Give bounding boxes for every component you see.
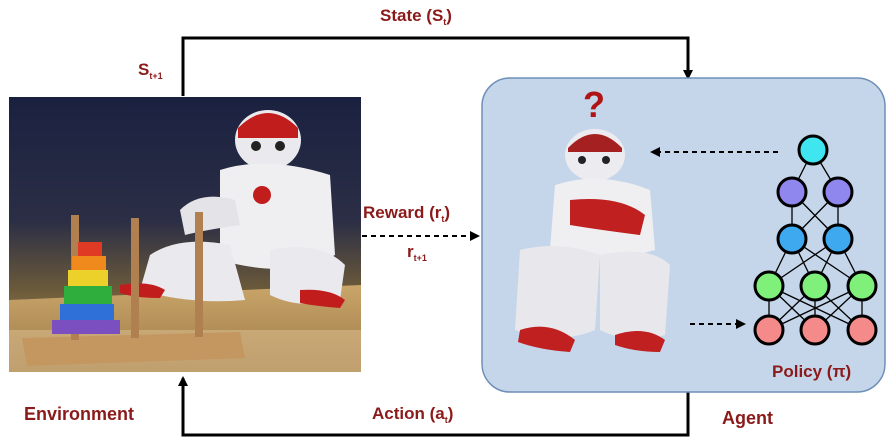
nn-node-h3b bbox=[799, 270, 831, 302]
nn-node-output bbox=[797, 134, 829, 166]
question-mark: ? bbox=[583, 84, 605, 125]
environment-photo bbox=[9, 97, 361, 372]
nn-node-in-b bbox=[799, 314, 831, 346]
action-loop bbox=[178, 376, 690, 437]
nn-node-h1b bbox=[822, 176, 854, 208]
nn-node-h3c bbox=[846, 270, 878, 302]
agent-label: Agent bbox=[722, 408, 773, 428]
next-state-label: St+1 bbox=[138, 60, 163, 81]
nn-node-h3a bbox=[753, 270, 785, 302]
policy-network bbox=[753, 134, 878, 346]
reward-label: Reward (rt) bbox=[363, 203, 451, 224]
nn-node-h2b bbox=[822, 223, 854, 255]
policy-label: Policy (π) bbox=[772, 362, 852, 381]
next-reward-label: rt+1 bbox=[407, 242, 427, 263]
environment-label: Environment bbox=[24, 404, 135, 424]
nn-node-h2a bbox=[776, 223, 808, 255]
state-label: State (St) bbox=[380, 6, 452, 27]
agent-robot-photo bbox=[515, 129, 670, 352]
nn-node-in-a bbox=[753, 314, 785, 346]
nn-node-h1a bbox=[776, 176, 808, 208]
nn-node-in-c bbox=[846, 314, 878, 346]
action-label: Action (at) bbox=[372, 404, 454, 425]
state-loop bbox=[181, 36, 693, 96]
